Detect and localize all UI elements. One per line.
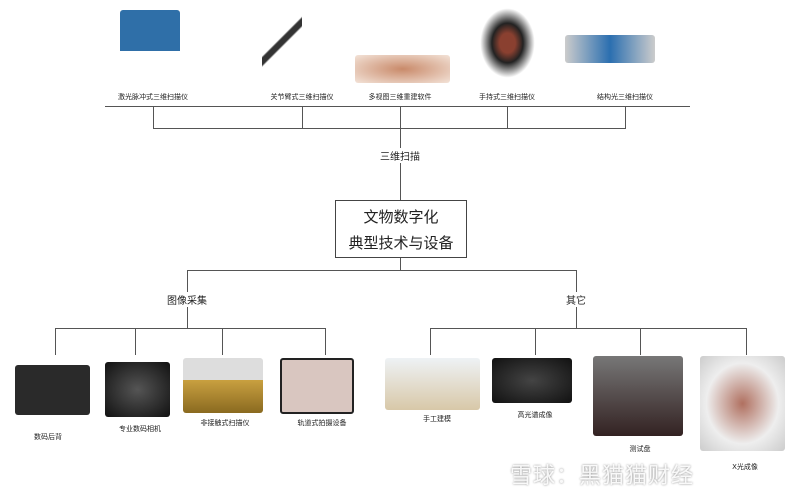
- image-item-label: 专业数码相机: [119, 425, 161, 433]
- camera-image: [105, 362, 170, 417]
- xray-image: [700, 356, 785, 451]
- other-item-label: 测试盘: [629, 445, 651, 453]
- scan-item-label: 关节臂式三维扫描仪: [270, 93, 334, 101]
- watermark: 雪球：黑猫猫财经: [510, 464, 695, 489]
- root-node: 文物数字化 典型技术与设备: [335, 200, 467, 258]
- handheld-scanner-image: [480, 8, 535, 78]
- other-item-label: 手工建模: [423, 415, 451, 423]
- branch-other: 其它: [563, 292, 589, 307]
- structured-light-scanner-image: [565, 35, 655, 63]
- test-setup-image: [593, 356, 683, 436]
- track-camera-image: [280, 358, 354, 414]
- image-item-label: 非接触式扫描仪: [200, 419, 250, 427]
- root-line2: 典型技术与设备: [348, 234, 454, 252]
- manual-modeling-image: [385, 358, 480, 410]
- branch-scan: 三维扫描: [377, 148, 423, 163]
- image-item-label: 数码后背: [34, 433, 62, 441]
- digital-back-image: [15, 365, 90, 415]
- noncontact-scanner-image: [183, 358, 263, 413]
- root-line1: 文物数字化: [363, 208, 439, 226]
- other-item-label: X光成像: [732, 463, 758, 471]
- scan-item-label: 结构光三维扫描仪: [597, 93, 653, 101]
- other-item-label: 高光谱成像: [517, 411, 553, 419]
- multiview-software-image: [355, 55, 450, 83]
- scan-item-label: 手持式三维扫描仪: [479, 93, 535, 101]
- hyperspectral-image: [492, 358, 572, 403]
- arm-scanner-image: [262, 10, 302, 85]
- scan-item-label: 激光脉冲式三维扫描仪: [118, 93, 188, 101]
- branch-image: 图像采集: [164, 292, 210, 307]
- scan-item-label: 多视图三维重建软件: [368, 93, 432, 101]
- laser-scanner-image: [120, 10, 180, 85]
- image-item-label: 轨道式拍摄设备: [297, 419, 347, 427]
